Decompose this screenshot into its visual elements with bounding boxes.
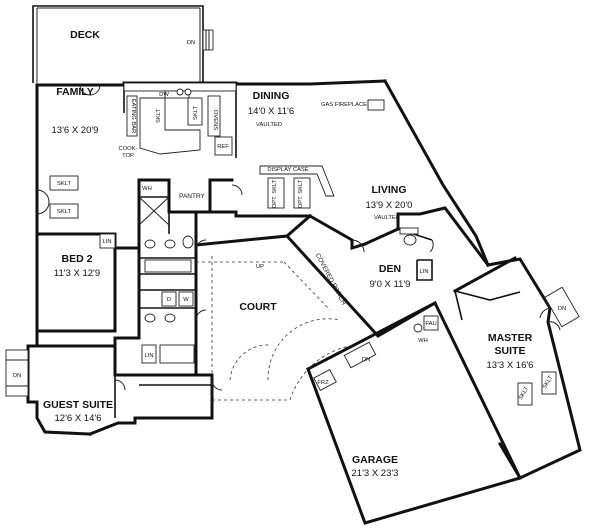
family-dims: 13'6 X 20'9 (52, 125, 99, 136)
hall: UP (196, 261, 331, 311)
master-suite: DN MASTER SUITE 13'3 X 16'6 SKLT SKLT (487, 286, 580, 406)
master-label-2: SUITE (495, 345, 526, 357)
master-stair (544, 286, 580, 328)
guest-linen (141, 344, 157, 364)
cooktop-label-1: COOK- (118, 146, 137, 152)
eating-bar-label: EATING BAR (130, 99, 136, 134)
dryer-label: D (167, 297, 171, 303)
ovens (207, 95, 221, 137)
guest-stair (5, 349, 29, 397)
family-skylight-1 (49, 175, 79, 191)
fau (423, 315, 439, 331)
master-skylight-2 (541, 371, 557, 395)
court: COURT (211, 256, 356, 401)
master-skylight-1 (517, 382, 533, 406)
dryer (161, 291, 177, 307)
master-label-1: MASTER (488, 332, 533, 344)
bed2-room: BED 2 11'3 X 12'9 (54, 253, 100, 279)
den-room: DEN 9'0 X 11'9 (370, 263, 411, 290)
bed2-linen-label: LIN (102, 239, 111, 245)
guest-linen-label: LIN (144, 353, 153, 359)
deck-dn-label: DN (187, 40, 195, 46)
frz-label: FRZ (317, 380, 329, 386)
family-skylight-2 (49, 203, 79, 219)
display-area: DISPLAY CASE OPT. SKLT OPT. SKLT (259, 165, 335, 209)
interior-walls: LIN LIN (35, 84, 521, 418)
up-label: UP (256, 264, 264, 270)
guest-suite: DN GUEST SUITE 12'6 X 14'6 (5, 349, 113, 424)
dining-vaulted: VAULTED (256, 122, 282, 128)
fau-label: FAU (425, 321, 436, 327)
opt-skylight-2 (293, 177, 311, 209)
living-dims: 13'9 X 20'0 (366, 200, 413, 211)
dining-label: DINING (253, 90, 290, 102)
opt-skylight-1-label: OPT. SKLT (272, 179, 278, 208)
family-skylight-1-label: SKLT (57, 181, 72, 187)
utility: WH PANTRY (138, 186, 206, 226)
bed2-label: BED 2 (62, 253, 93, 265)
master-dn-label: DN (558, 306, 566, 312)
court-label: COURT (239, 301, 277, 313)
dining-dims: 14'0 X 11'6 (248, 106, 294, 117)
garage: FAU WH FRZ GARAGE 21'3 X 23'3 (313, 315, 439, 479)
family-room: FAMILY 13'6 X 20'9 SKLT SKLT (49, 86, 99, 219)
opt-skylight-2-label: OPT. SKLT (298, 179, 304, 208)
bed2-dims: 11'3 X 12'9 (54, 268, 100, 279)
dining-room: DINING 14'0 X 11'6 VAULTED GAS FIREPLACE (248, 90, 385, 128)
kitchen-skylight-1: SKLT (156, 109, 162, 124)
ref-label: REF (217, 144, 229, 150)
guest-suite-dims: 12'6 X 14'6 (55, 413, 102, 424)
den-linen-label: LIN (419, 269, 428, 275)
dw-label: DW (159, 92, 169, 98)
garage-label: GARAGE (352, 454, 398, 466)
living-label: LIVING (371, 184, 406, 196)
freezer (313, 368, 337, 392)
wh-label: WH (142, 186, 152, 192)
guest-dn-label: DN (13, 373, 21, 379)
cooktop-label-2: TOP (122, 153, 134, 159)
pantry-label: PANTRY (179, 193, 205, 200)
porch-dn-label: DN (362, 357, 370, 363)
den-dims: 9'0 X 11'9 (370, 279, 411, 290)
fireplace (367, 99, 385, 111)
gas-fireplace-label: GAS FIREPLACE (321, 102, 367, 108)
guest-suite-label: GUEST SUITE (43, 399, 113, 411)
living-room: LIVING 13'9 X 20'0 VAULTED (366, 184, 413, 221)
refrigerator (214, 136, 233, 156)
wh-garage-label: WH (418, 338, 428, 344)
master-dims: 13'3 X 16'6 (487, 360, 534, 371)
eating-bar (126, 95, 138, 137)
family-skylight-2-label: SKLT (57, 209, 72, 215)
washer-label: W (183, 297, 189, 303)
washer (178, 291, 194, 307)
opt-skylight-1 (267, 177, 285, 209)
deck-area: DECK DN (32, 5, 214, 83)
display-case-label: DISPLAY CASE (267, 167, 308, 173)
water-heater (413, 323, 423, 333)
living-vaulted: VAULTED (374, 215, 400, 221)
exterior-walls (26, 78, 582, 525)
deck-label: DECK (70, 29, 100, 41)
kitchen: EATING BAR DW SKLT SKLT OVENS REF COOK- … (118, 82, 237, 159)
deck-stair (202, 29, 214, 51)
door-swings (36, 84, 561, 391)
kitchen-island (139, 97, 201, 155)
den-label: DEN (379, 263, 401, 275)
ovens-label: OVENS (212, 110, 218, 130)
kitchen-skylight-2: SKLT (193, 106, 199, 121)
bath-fixtures: D W LIN (141, 227, 419, 364)
family-label: FAMILY (56, 86, 94, 98)
garage-dims: 21'3 X 23'3 (352, 468, 399, 479)
